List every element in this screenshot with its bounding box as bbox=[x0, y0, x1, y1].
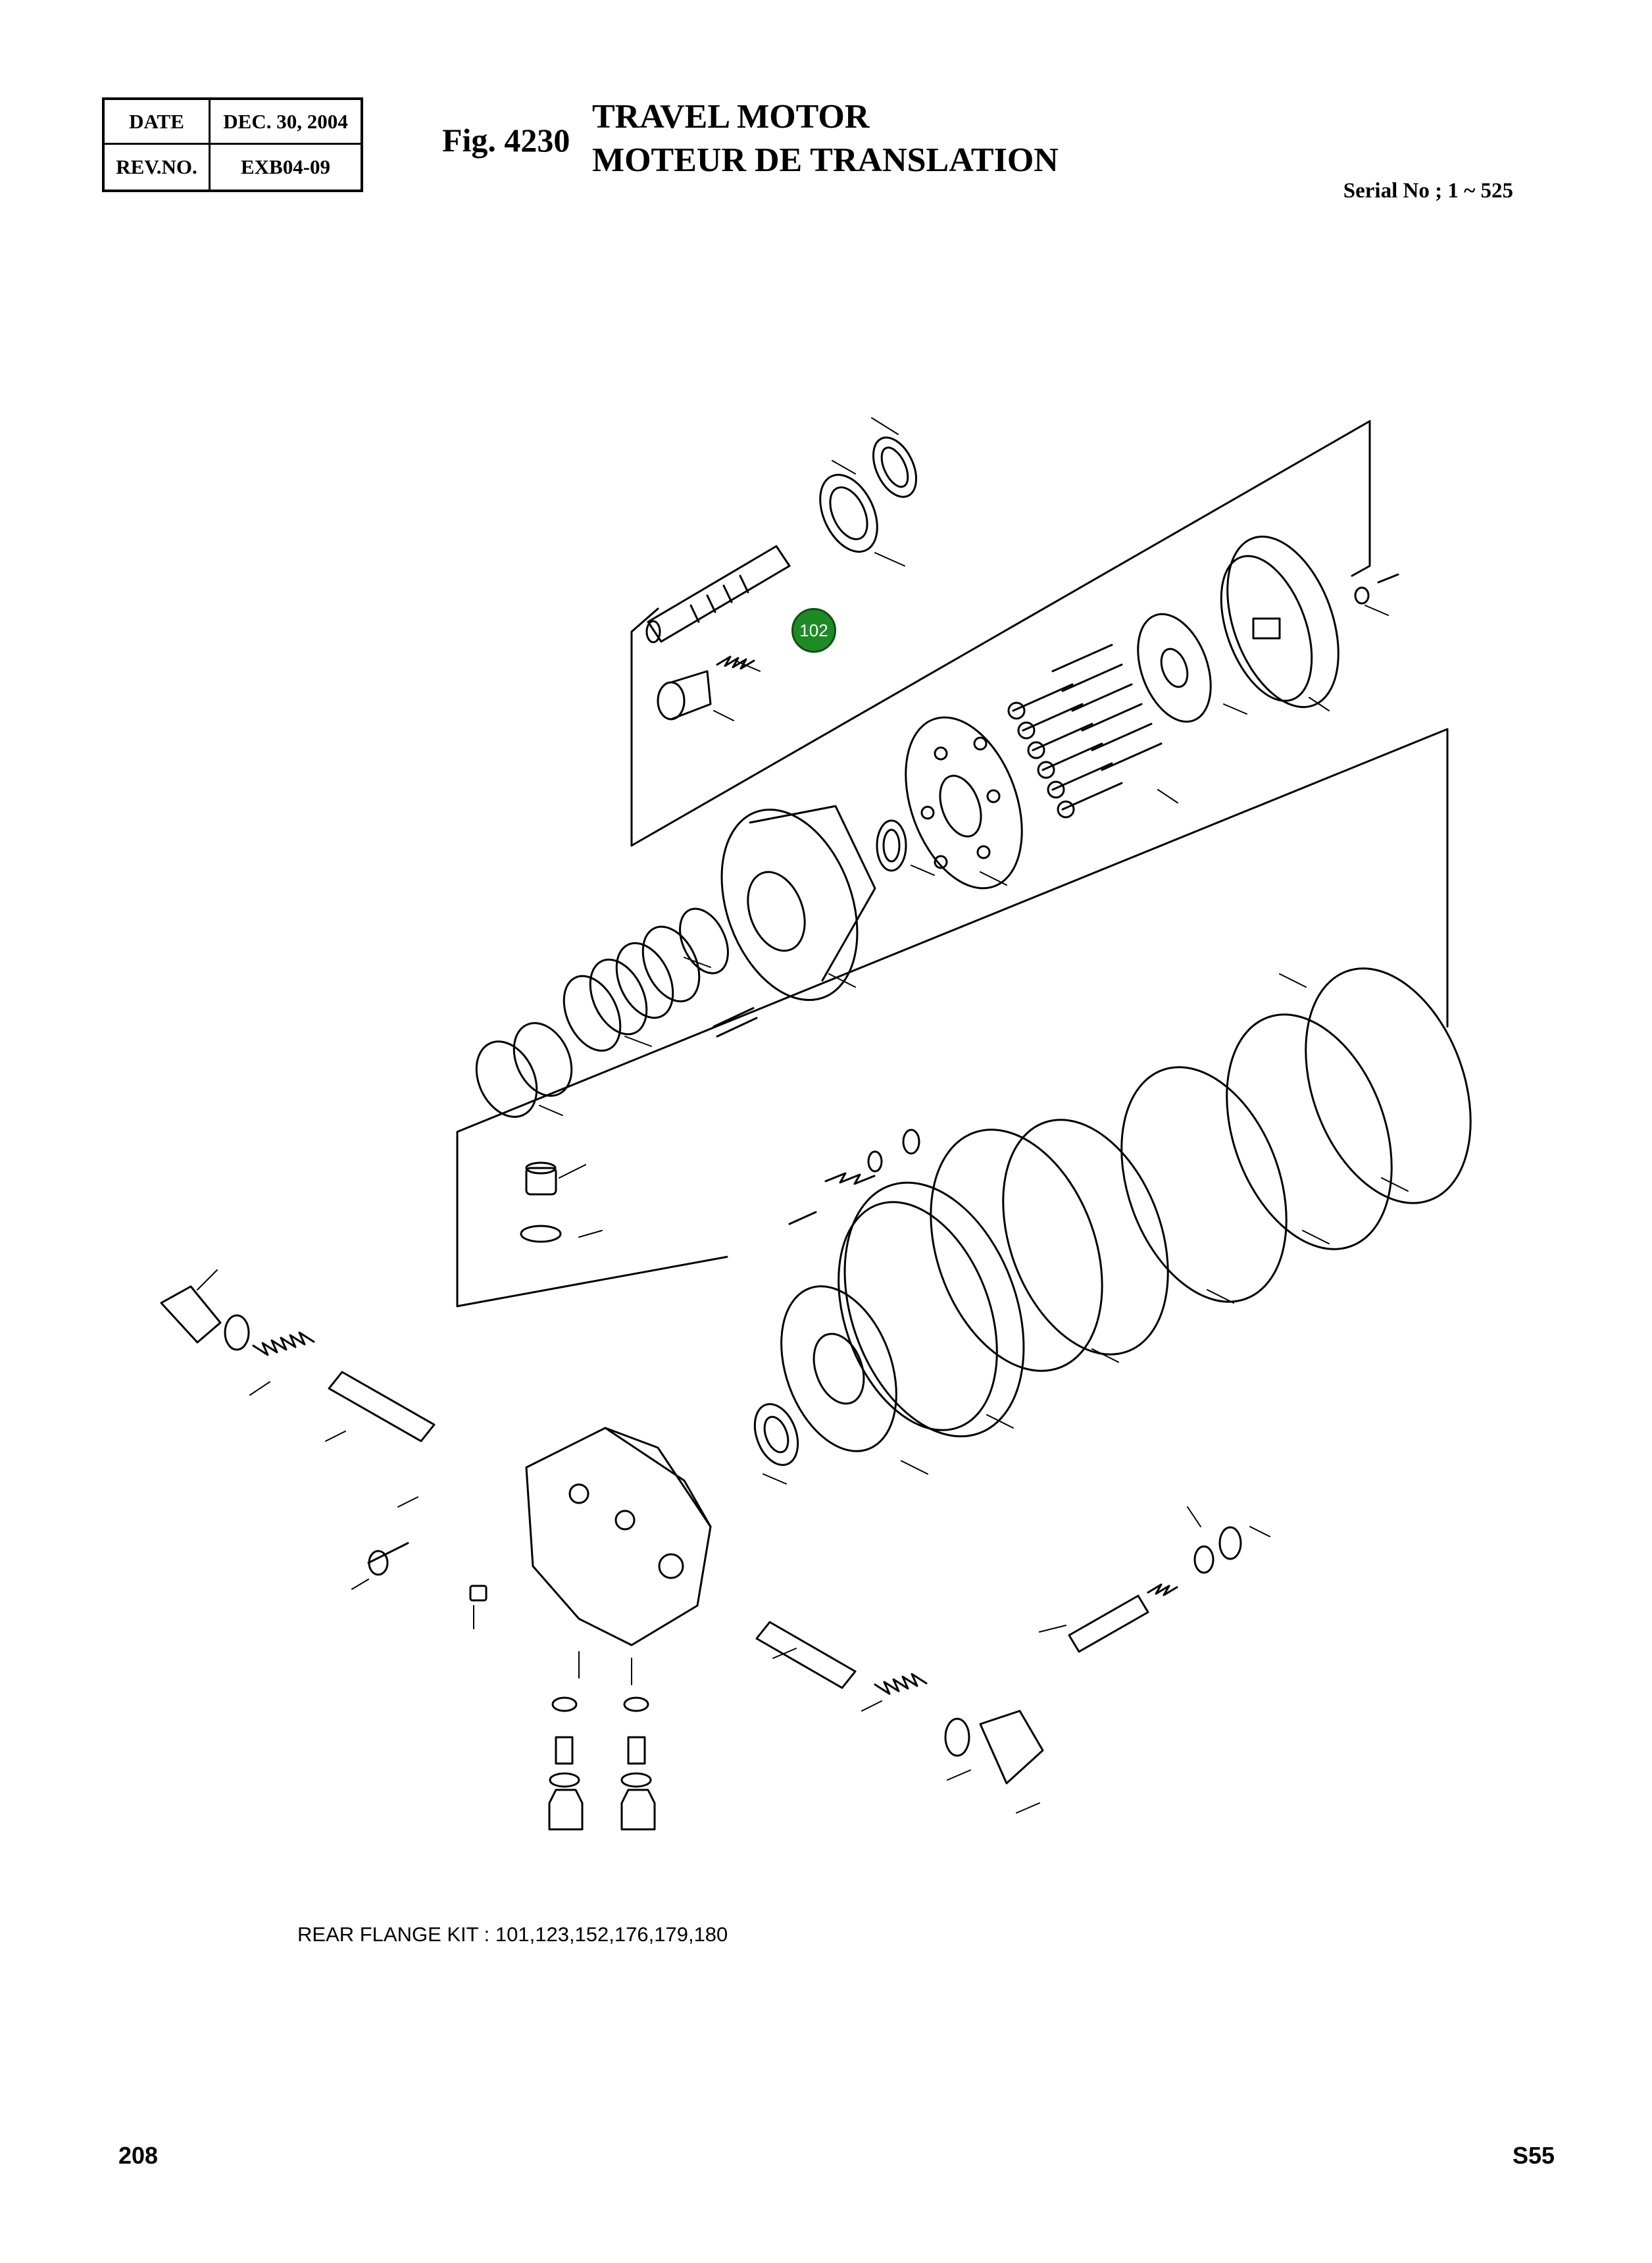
snap-ring bbox=[475, 1022, 573, 1118]
small-plug bbox=[469, 1585, 488, 1602]
rev-label: REV.NO. bbox=[105, 145, 211, 190]
check-valve-parts bbox=[788, 1129, 920, 1225]
small-spring bbox=[716, 655, 755, 670]
retainer-plate bbox=[905, 716, 1023, 890]
upper-group-outline bbox=[630, 420, 1371, 847]
kit-note: REAR FLANGE KIT : 101,123,152,176,179,18… bbox=[297, 1923, 728, 1946]
cylinder-block bbox=[720, 805, 876, 1002]
output-shaft bbox=[645, 545, 791, 644]
pin bbox=[713, 1007, 758, 1038]
collar bbox=[657, 670, 712, 721]
shaft-bearing bbox=[819, 474, 878, 553]
flange-bolt bbox=[367, 1542, 409, 1576]
friction-plates bbox=[930, 967, 1472, 1372]
rear-flange bbox=[525, 1427, 712, 1646]
relief-spool-left bbox=[328, 1371, 436, 1442]
relief-plug-left bbox=[160, 1285, 250, 1351]
section-code: S55 bbox=[1512, 2142, 1555, 2169]
title-english: TRAVEL MOTOR bbox=[592, 98, 870, 136]
brake-piston bbox=[838, 1181, 1025, 1438]
spring-seat bbox=[679, 907, 729, 975]
brake-valve-parts bbox=[755, 1621, 1044, 1785]
title-french: MOTEUR DE TRANSLATION bbox=[592, 141, 1059, 179]
brake-cover bbox=[1220, 536, 1339, 708]
ball-guide bbox=[876, 819, 907, 872]
oil-seal bbox=[872, 436, 917, 498]
date-value: DEC. 30, 2004 bbox=[211, 100, 361, 145]
plug-upper bbox=[520, 1161, 562, 1243]
part-callout-badge[interactable]: 102 bbox=[791, 608, 836, 653]
leader-lines bbox=[197, 417, 1409, 1814]
date-label: DATE bbox=[105, 100, 211, 145]
thrust-washer bbox=[1137, 613, 1212, 723]
right-valve bbox=[1068, 1526, 1242, 1653]
relief-spring-left bbox=[252, 1331, 315, 1356]
pins-top bbox=[1354, 573, 1399, 605]
revision-table: DATE DEC. 30, 2004 REV.NO. EXB04-09 bbox=[102, 97, 363, 192]
cylinder-spring bbox=[563, 925, 701, 1052]
piston-set bbox=[1007, 644, 1163, 819]
page-number: 208 bbox=[118, 2142, 159, 2169]
middle-group-outline bbox=[456, 728, 1449, 1308]
rev-value: EXB04-09 bbox=[240, 155, 331, 178]
figure-number: Fig. 4230 bbox=[442, 122, 570, 159]
serial-range: Serial No ; 1 ~ 525 bbox=[1343, 179, 1513, 203]
bearing-rear bbox=[753, 1403, 799, 1466]
valve-plate bbox=[780, 1285, 897, 1452]
bottom-fittings bbox=[548, 1696, 656, 1831]
